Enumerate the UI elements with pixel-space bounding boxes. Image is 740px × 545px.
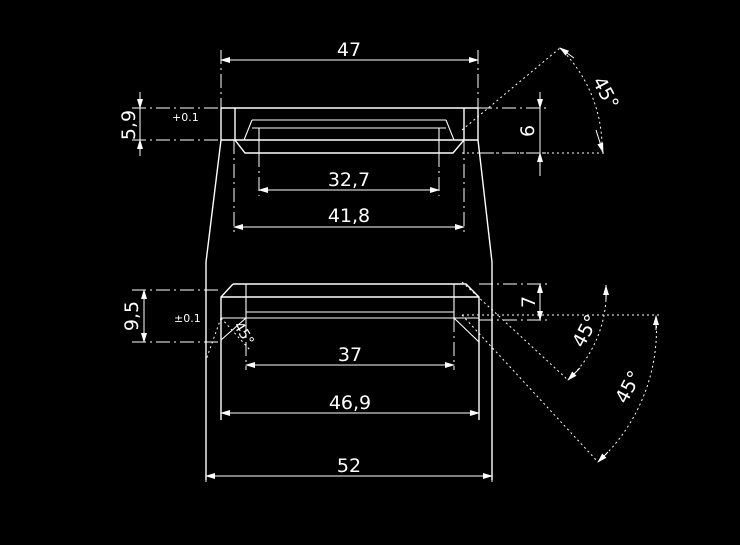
angle-low: 45° <box>611 367 646 407</box>
dim-46-9: 46,9 <box>329 392 371 414</box>
dim-5-9: 5,9 <box>118 110 140 140</box>
dimension-lines <box>137 47 659 479</box>
part-outline <box>205 107 493 480</box>
dim-52: 52 <box>337 455 361 477</box>
tolerance-top: +0.1 <box>172 111 199 124</box>
angle-top: 45° <box>588 73 623 113</box>
dim-47: 47 <box>337 39 361 61</box>
angle-construction <box>205 47 660 463</box>
tolerance-bottom: ±0.1 <box>174 312 201 325</box>
dim-32-7: 32,7 <box>328 169 370 191</box>
dim-6: 6 <box>517 125 539 137</box>
dim-7: 7 <box>518 296 540 308</box>
angle-left: 45° <box>230 319 257 349</box>
dim-37: 37 <box>338 344 362 366</box>
dim-41-8: 41,8 <box>328 205 370 227</box>
angle-mid: 45° <box>568 311 603 351</box>
dim-9-5: 9,5 <box>121 301 143 331</box>
